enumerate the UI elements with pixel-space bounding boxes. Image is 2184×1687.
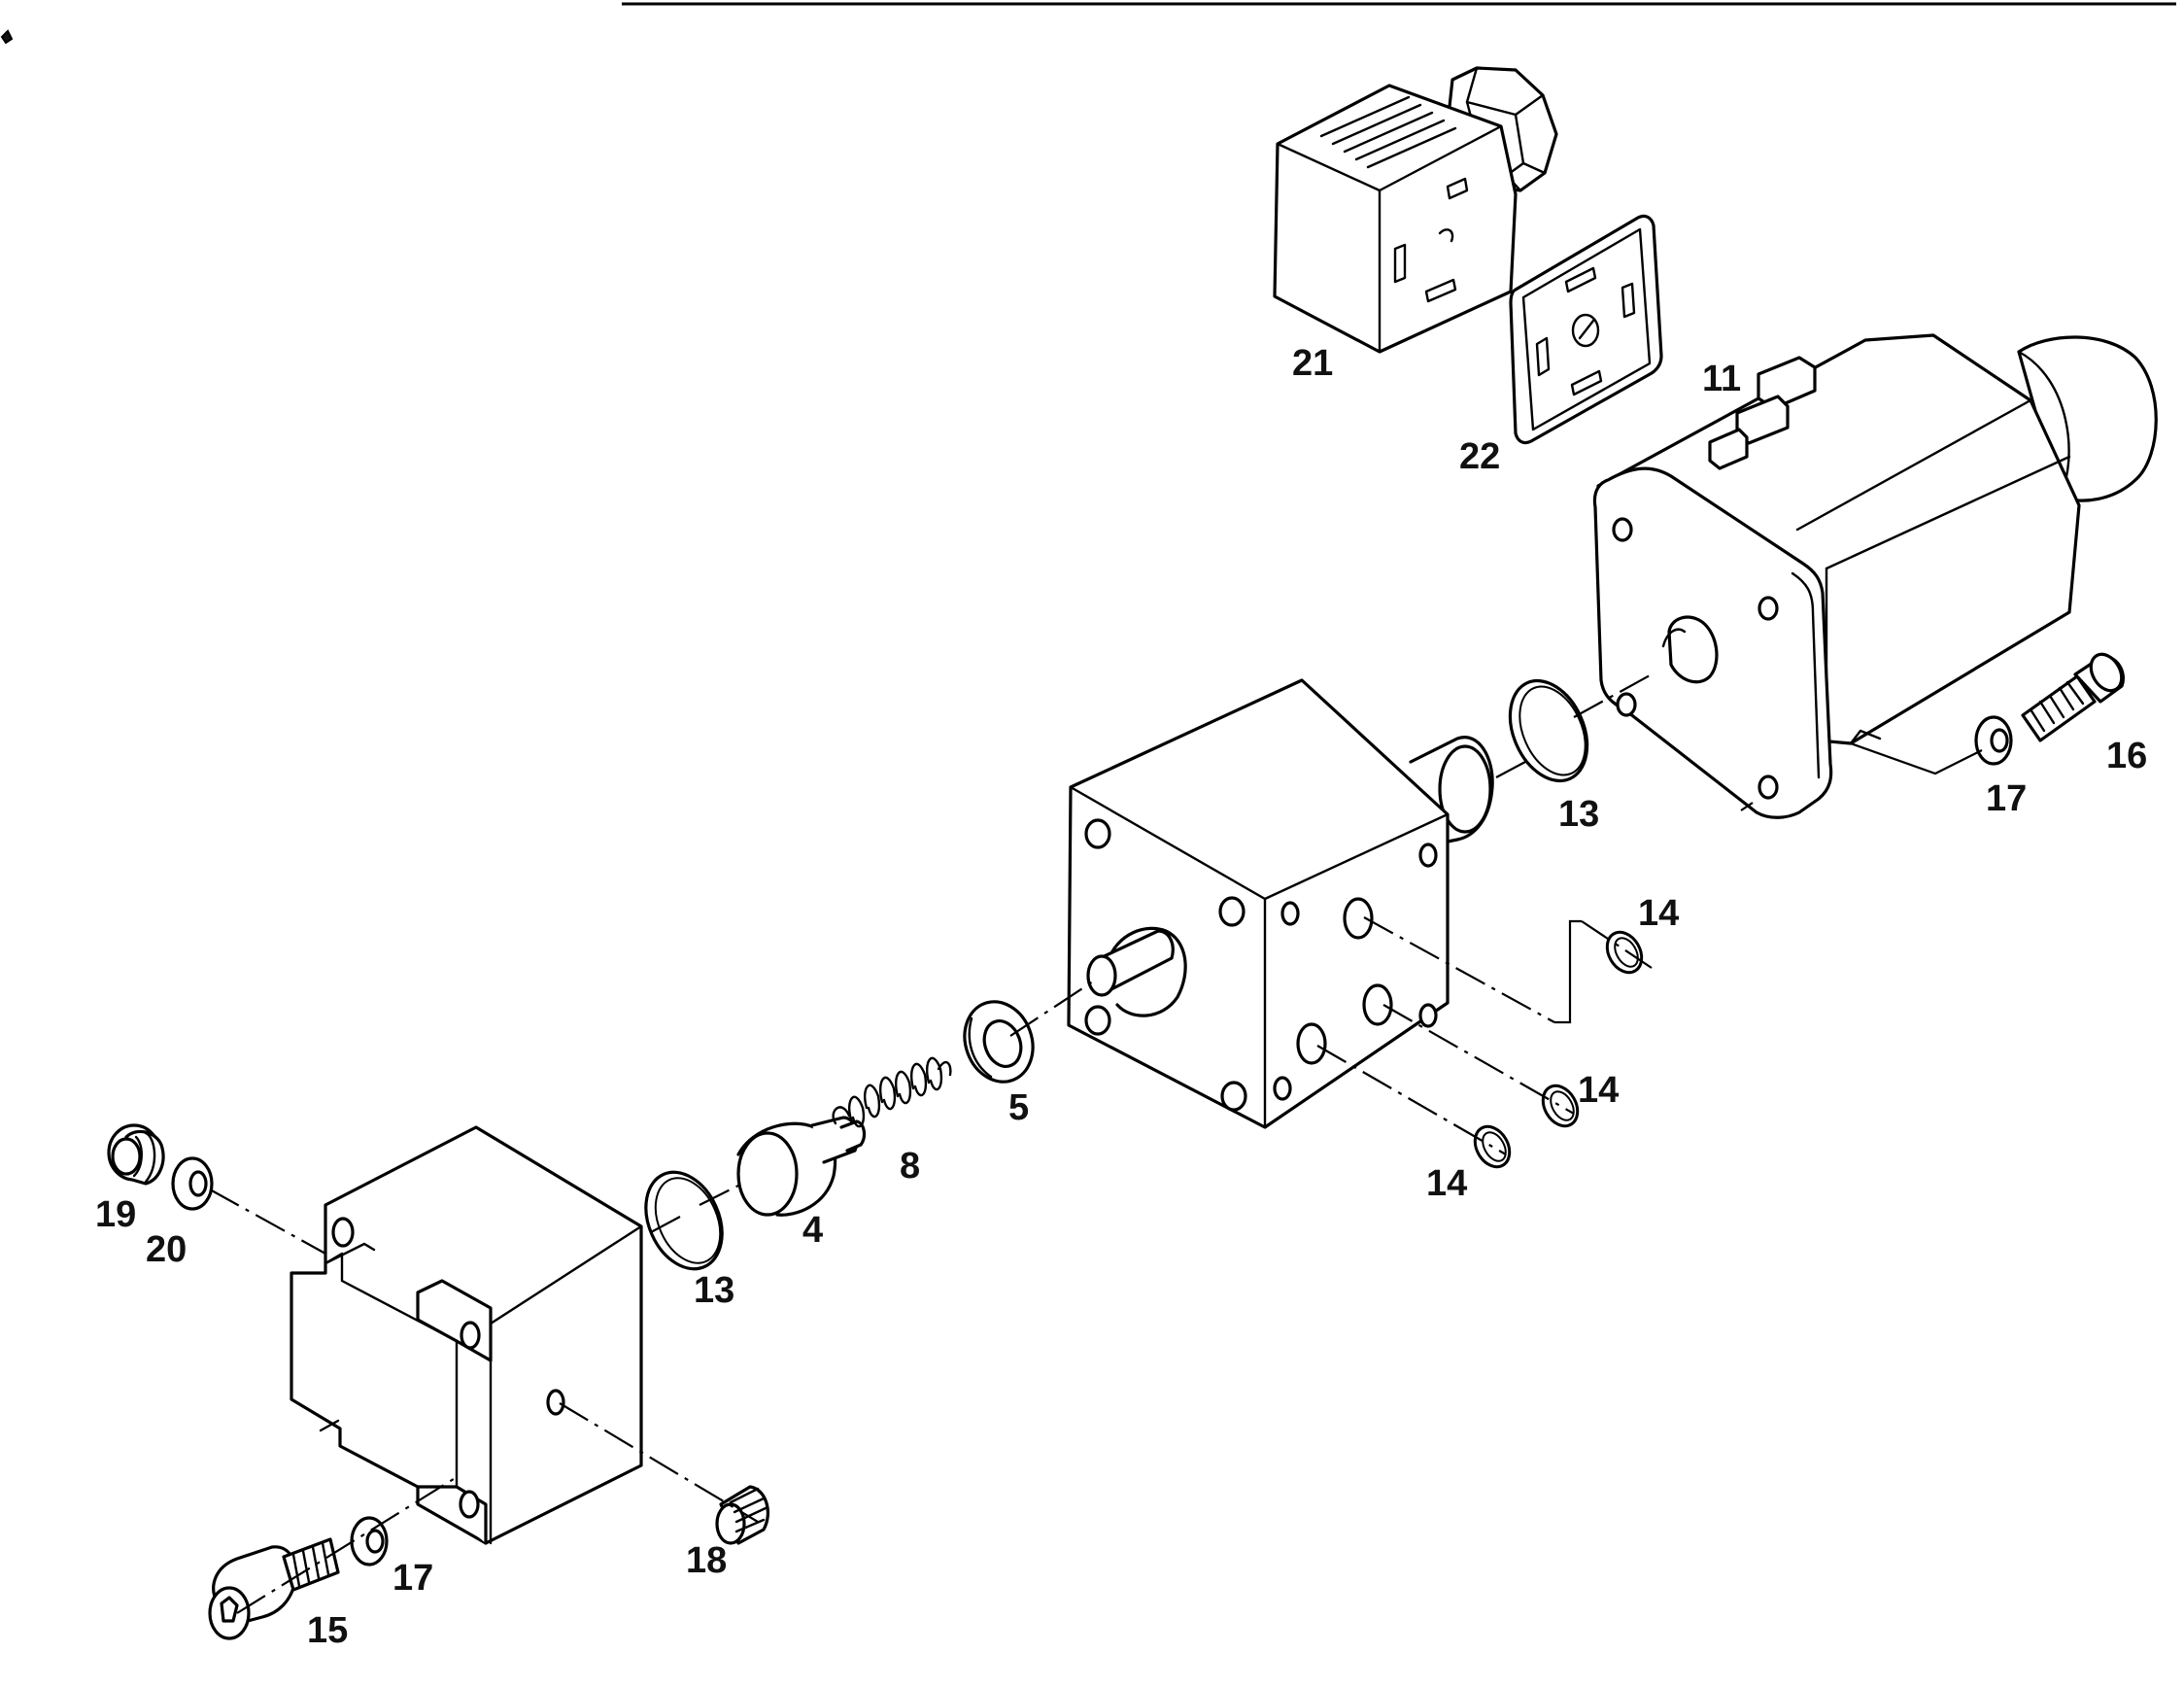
corner-mark [0, 29, 14, 45]
o-ring-part-13-left [644, 1170, 724, 1271]
callout-14-middle: 14 [1578, 1070, 1619, 1111]
callout-14-bottom: 14 [1426, 1163, 1467, 1204]
plug-part-18 [715, 1485, 769, 1545]
poppet-part-4 [736, 1116, 867, 1217]
callout-14-top: 14 [1638, 893, 1679, 934]
washer-part-20 [171, 1156, 214, 1211]
callout-17-left: 17 [392, 1558, 433, 1599]
washer-part-17-left [350, 1516, 389, 1566]
spring-part-8 [832, 1056, 952, 1128]
callout-11: 11 [1702, 359, 1741, 399]
valve-housing-left [290, 1125, 643, 1545]
callout-22: 22 [1459, 436, 1500, 477]
callout-8: 8 [900, 1146, 920, 1187]
callout-13-left: 13 [694, 1270, 734, 1311]
callout-15: 15 [307, 1610, 348, 1651]
o-ring-part-13-right [1508, 678, 1589, 783]
screw-part-15 [208, 1537, 340, 1640]
solenoid-part-11 [1592, 333, 2158, 819]
callout-4: 4 [802, 1210, 823, 1251]
washer-part-5 [963, 1000, 1035, 1084]
plug-part-19 [107, 1123, 165, 1186]
washer-part-17-right [1974, 715, 2013, 766]
assembly-axis-lines [209, 673, 1983, 1614]
connector-plug-part-21 [1273, 66, 1558, 354]
o-ring-part-14-top [1605, 930, 1644, 975]
callout-17-right: 17 [1986, 778, 2027, 819]
callout-labels: 4 5 8 11 13 13 14 14 14 15 16 17 17 18 1… [95, 343, 2147, 1651]
o-ring-part-14-bottom [1473, 1124, 1512, 1169]
screw-part-16 [2021, 652, 2125, 742]
gasket-part-22 [1509, 214, 1663, 445]
callout-19: 19 [95, 1194, 136, 1235]
callout-5: 5 [1008, 1087, 1029, 1128]
o-ring-part-14-middle [1541, 1084, 1580, 1128]
callout-16: 16 [2106, 736, 2147, 776]
valve-housing-middle [1067, 678, 1494, 1129]
callout-21: 21 [1292, 343, 1333, 384]
callout-18: 18 [686, 1540, 727, 1581]
callout-20: 20 [146, 1229, 187, 1270]
callout-13-right: 13 [1558, 794, 1599, 835]
